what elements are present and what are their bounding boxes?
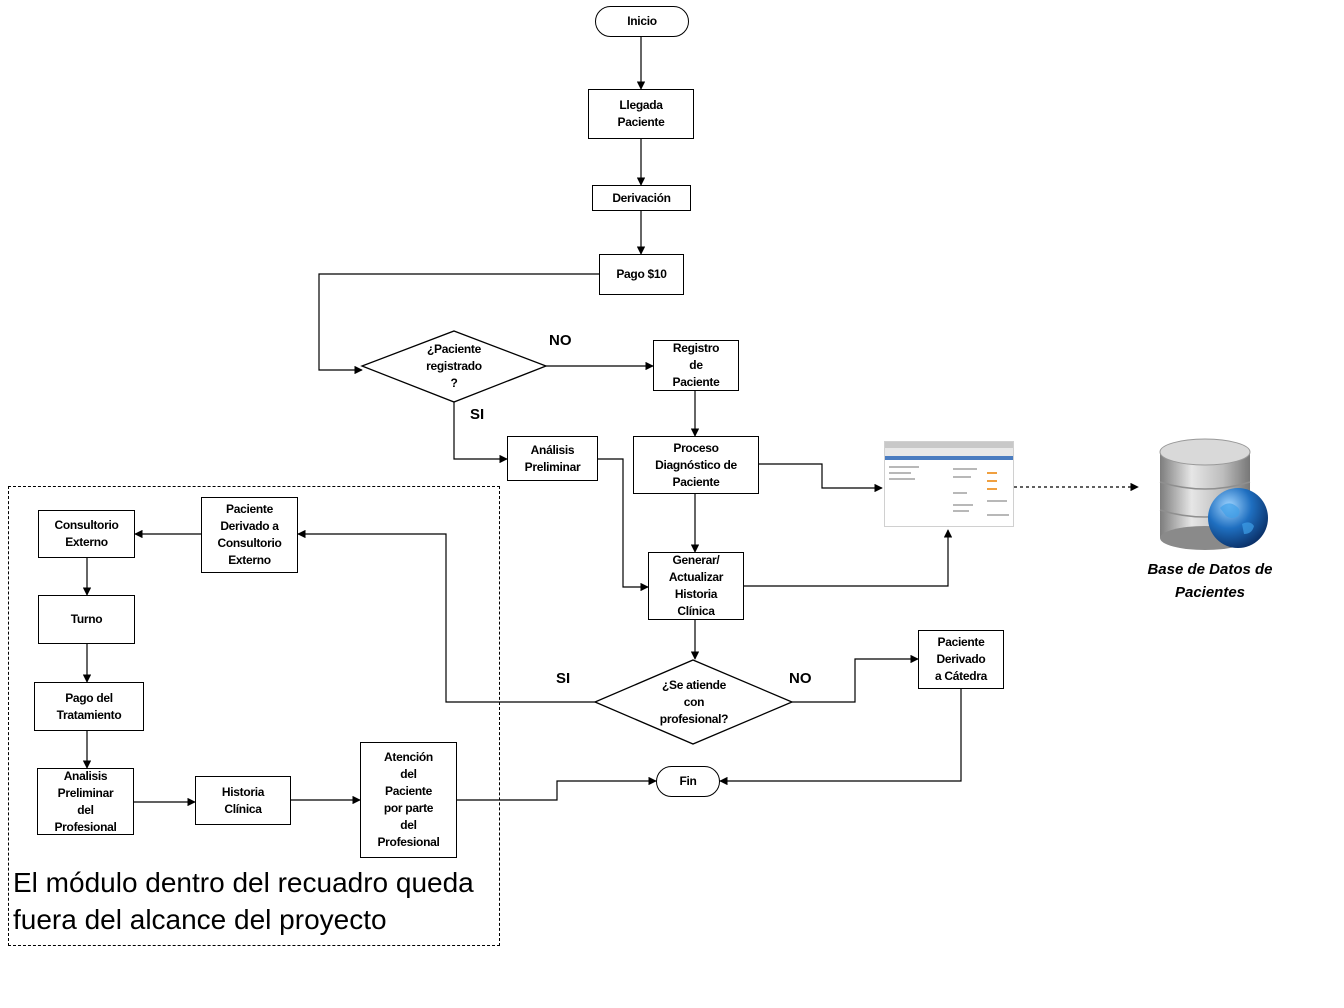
branch-no-registrado: NO — [549, 332, 572, 349]
turno-node: Turno — [38, 595, 135, 644]
application-screenshot-icon — [884, 441, 1014, 527]
pago-node: Pago $10 — [599, 254, 684, 295]
derivado-consultorio-node: Paciente Derivado a Consultorio Externo — [201, 497, 298, 573]
decision-registrado-shape — [360, 330, 548, 403]
proceso-diagnostico-node: Proceso Diagnóstico de Paciente — [633, 436, 759, 494]
derivado-catedra-node: Paciente Derivado a Cátedra — [918, 630, 1004, 689]
arrow-atencion-fin — [457, 776, 657, 801]
historia-clinica-node: Historia Clínica — [195, 776, 291, 825]
derivacion-node: Derivación — [592, 185, 691, 211]
inicio-node: Inicio — [595, 6, 689, 37]
database-globe-icon — [1159, 438, 1268, 550]
arrow-seatiende-derivado — [297, 529, 595, 703]
arrow-generar-app — [744, 529, 953, 587]
out-of-scope-box — [8, 486, 500, 946]
branch-si-atiende: SI — [556, 670, 571, 687]
arrow-seatiende-catedra — [792, 654, 919, 703]
llegada-paciente-node: Llegada Paciente — [588, 89, 694, 139]
arrow-analisis-generar — [598, 458, 649, 592]
arrow-catedra-fin — [719, 689, 962, 786]
consultorio-externo-node: Consultorio Externo — [38, 510, 135, 558]
analisis-profesional-node: Analisis Preliminar del Profesional — [37, 768, 134, 835]
fin-node: Fin — [656, 766, 720, 797]
atencion-profesional-node: Atención del Paciente por parte del Prof… — [360, 742, 457, 858]
branch-no-atiende: NO — [789, 670, 812, 687]
decision-se-atiende-label: ¿Se atiende con profesional? — [659, 677, 729, 726]
branch-si-registrado: SI — [470, 406, 485, 423]
database-label: Base de Datos de Pacientes — [1147, 561, 1273, 601]
arrow-registrado-analisis — [453, 402, 508, 464]
arrow-proceso-app — [759, 463, 883, 493]
generar-historia-node: Generar/ Actualizar Historia Clínica — [648, 552, 744, 620]
arrow-pago-registrado — [318, 273, 599, 375]
pago-tratamiento-node: Pago del Tratamiento — [34, 682, 144, 731]
analisis-preliminar-node: Análisis Preliminar — [507, 436, 598, 481]
registro-paciente-node: Registro de Paciente — [653, 340, 739, 391]
decision-registrado-label: ¿Paciente registrado ? — [426, 341, 482, 390]
decision-se-atiende-shape — [593, 659, 794, 745]
scope-note: El módulo dentro del recuadro queda fuer… — [13, 867, 474, 935]
